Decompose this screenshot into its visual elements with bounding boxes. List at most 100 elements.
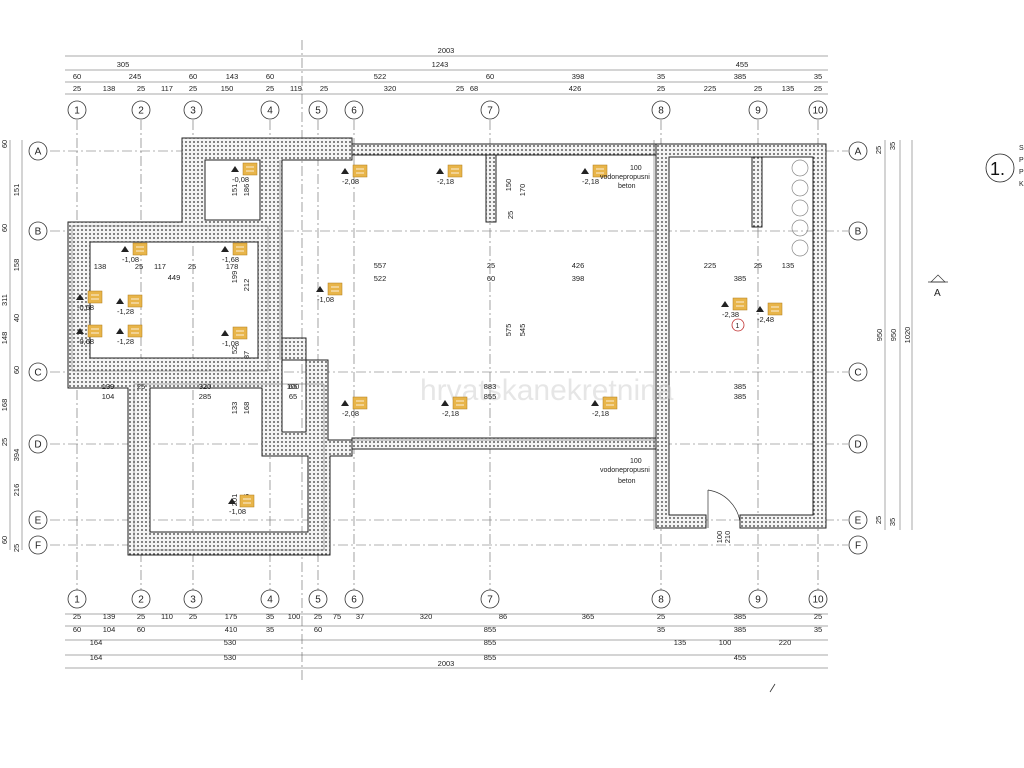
title-line-3: P <box>1019 169 1024 176</box>
interior-dimension-label: 522 <box>374 274 387 283</box>
row-marker-label: C <box>34 368 41 379</box>
section-marker-label: A <box>934 288 941 299</box>
interior-dimension-label: 557 <box>374 261 387 270</box>
interior-dimension-label: 151 <box>230 184 239 197</box>
dimension-label: 35 <box>814 625 822 634</box>
column-marker-5: 5 <box>308 589 328 609</box>
column-marker-label: 7 <box>487 106 493 117</box>
dimension-label: 75 <box>333 612 341 621</box>
dimension-label: 25 <box>137 84 145 93</box>
dimension-label: 60 <box>73 72 81 81</box>
dimension-label: 522 <box>374 72 387 81</box>
dimension-label: 100 <box>288 612 301 621</box>
level-marker: -1,68 <box>221 242 248 264</box>
level-value: -2,18 <box>437 177 454 186</box>
column-marker-label: 1 <box>74 595 80 606</box>
dimension-label: 60 <box>137 625 145 634</box>
column-marker-label: 8 <box>658 595 664 606</box>
interior-dimension-label: 25 <box>754 261 762 270</box>
walls <box>67 137 827 556</box>
wall-main-top <box>351 143 659 156</box>
dimension-label-left: 151 <box>12 184 21 197</box>
title-line-1: S <box>1019 145 1024 152</box>
dimension-label-left: 60 <box>0 536 9 544</box>
level-value: -1,08 <box>229 507 246 516</box>
wall-right-stub <box>751 156 763 228</box>
dimension-label-left: 168 <box>0 399 9 412</box>
interior-dimension-label: 150 <box>504 179 513 192</box>
waterproof-note-bottom: 100 vodonepropusni beton <box>600 458 650 485</box>
column-marker-label: 2 <box>138 595 144 606</box>
column-marker-label: 5 <box>315 595 321 606</box>
dimension-label: 305 <box>117 60 130 69</box>
dimension-label: 855 <box>484 638 497 647</box>
column-marker-label: 9 <box>755 106 761 117</box>
interior-dimension-label: 100 <box>287 382 300 391</box>
interior-dimension-label: 855 <box>484 392 497 401</box>
row-marker-C: C <box>848 362 868 382</box>
note-top-line1: vodonepropusni <box>600 174 650 181</box>
row-marker-A: A <box>28 141 48 161</box>
column-marker-label: 4 <box>267 106 273 117</box>
dimension-label: 143 <box>226 72 239 81</box>
interior-dimension-label: 170 <box>518 184 527 197</box>
title-line-2: P <box>1019 157 1024 164</box>
dimension-label-left: 216 <box>12 484 21 497</box>
interior-dimension-label: 426 <box>572 261 585 270</box>
column-marker-9: 9 <box>748 100 768 120</box>
dimension-label: 164 <box>90 638 103 647</box>
section-marker: A <box>928 274 948 299</box>
dimension-label: 25 <box>657 612 665 621</box>
column-marker-6: 6 <box>344 589 364 609</box>
interior-dimension-label: 135 <box>782 261 795 270</box>
dimension-label-right: 35 <box>888 518 897 526</box>
door <box>707 489 741 528</box>
column-marker-label: 3 <box>190 595 196 606</box>
interior-dimension-label: 25 <box>137 382 145 391</box>
level-marker: -1,08 <box>221 326 248 348</box>
level-marker: -2,08 <box>341 396 368 418</box>
interior-dimension-label: 385 <box>734 382 747 391</box>
title-block: 1. S P P K <box>985 145 1024 188</box>
dimension-label: 100 <box>719 638 732 647</box>
level-value: -1,08 <box>122 255 139 264</box>
dimension-label: 225 <box>704 84 717 93</box>
row-marker-label: D <box>854 440 861 451</box>
dimension-label: 365 <box>582 612 595 621</box>
dimension-total-top: 2003 <box>438 46 455 55</box>
level-marker: -2,18 <box>591 396 618 418</box>
level-value: -2,38 <box>722 310 739 319</box>
interior-dimension-label: 398 <box>572 274 585 283</box>
column-marker-label: 6 <box>351 106 357 117</box>
level-value: -1,08 <box>317 295 334 304</box>
dimension-label: 60 <box>266 72 274 81</box>
interior-dimension-label: 117 <box>154 262 166 271</box>
dimension-label: 35 <box>266 612 274 621</box>
dimension-label: 25 <box>754 84 762 93</box>
interior-dimension-label: 385 <box>734 392 747 401</box>
interior-dimension-label: 168 <box>242 402 251 415</box>
column-marker-1: 1 <box>67 589 87 609</box>
level-marker: -2,18 <box>581 164 608 186</box>
interior-dimension-label: 25 <box>506 211 515 219</box>
dimension-label-left: 60 <box>0 140 9 148</box>
row-marker-F: F <box>28 535 48 555</box>
dimension-label: 220 <box>779 638 792 647</box>
interior-dimension-label: 212 <box>242 279 251 292</box>
column-marker-label: 7 <box>487 595 493 606</box>
interior-dimension-label: 52 <box>230 346 239 354</box>
row-marker-F: F <box>848 535 868 555</box>
dimension-label: 117 <box>161 84 173 93</box>
dimension-label: 35 <box>657 625 665 634</box>
column-marker-7: 7 <box>480 589 500 609</box>
column-marker-8: 8 <box>651 589 671 609</box>
dimension-label: 25 <box>189 612 197 621</box>
level-marker: -1,08 <box>316 282 343 304</box>
dimension-label: 410 <box>225 625 238 634</box>
row-marker-D: D <box>28 434 48 454</box>
level-marker: -1,28 <box>116 294 143 316</box>
interior-dimension-label: 385 <box>734 274 747 283</box>
dimension-label: 119 <box>290 84 302 93</box>
